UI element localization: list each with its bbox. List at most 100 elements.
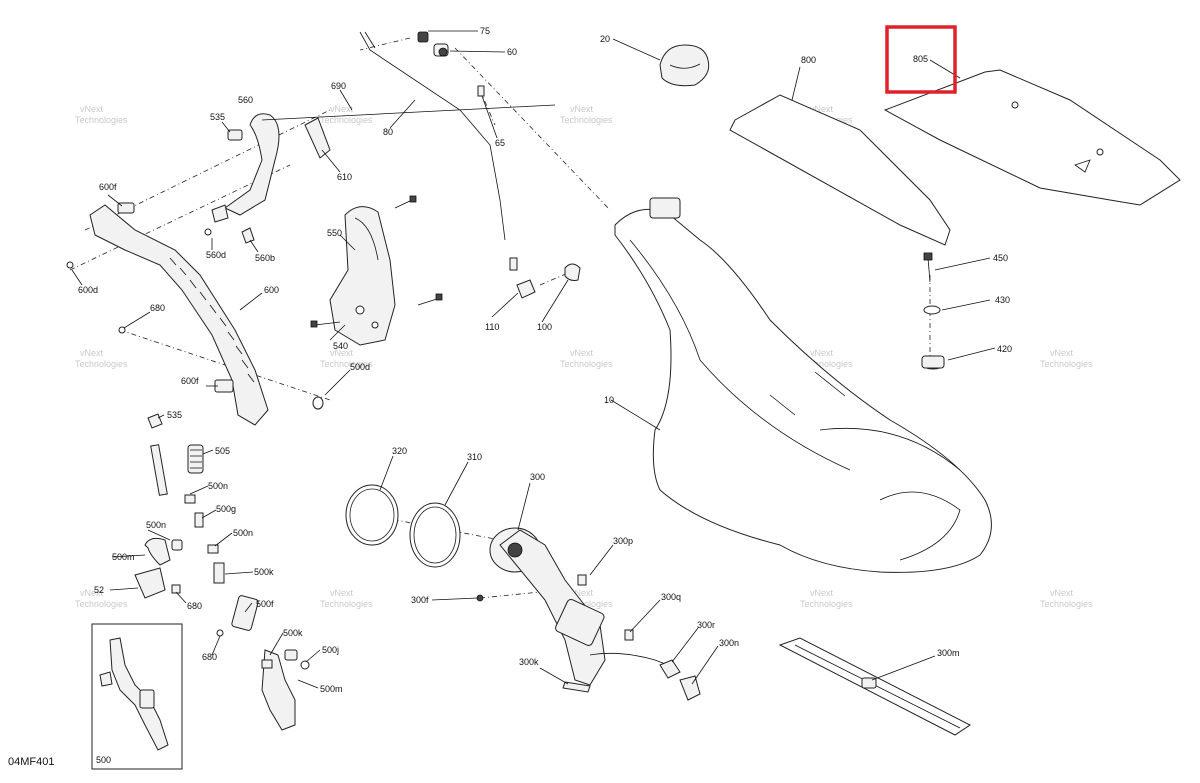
callout-60[interactable]: 60 <box>507 47 517 57</box>
inset-assembly-500[interactable]: 500 <box>91 623 183 770</box>
bolts[interactable] <box>310 195 933 328</box>
callout-500k-a[interactable]: 500k <box>254 567 274 577</box>
callout-680-a[interactable]: 680 <box>150 303 165 313</box>
svg-text:vNext: vNext <box>330 588 354 598</box>
callout-500n-a[interactable]: 500n <box>208 481 228 491</box>
leader-lines <box>71 30 996 689</box>
callout-300f[interactable]: 300f <box>411 595 429 605</box>
callout-560d[interactable]: 560d <box>206 250 226 260</box>
seal-ring-310[interactable] <box>409 502 461 568</box>
callout-500n-c[interactable]: 500n <box>233 528 253 538</box>
callout-300p[interactable]: 300p <box>613 536 633 546</box>
tank-mount-hardware[interactable] <box>921 305 945 370</box>
lock-ring-320[interactable] <box>345 484 399 546</box>
heat-shield-805[interactable] <box>883 69 1181 206</box>
callout-450[interactable]: 450 <box>993 253 1008 263</box>
svg-text:vNext: vNext <box>330 104 354 114</box>
callout-680-b[interactable]: 680 <box>187 601 202 611</box>
callout-500g[interactable]: 500g <box>216 504 236 514</box>
svg-text:Technologies: Technologies <box>75 115 128 125</box>
fuel-pump-module[interactable] <box>476 527 701 701</box>
callout-600d[interactable]: 600d <box>78 285 98 295</box>
svg-text:vNext: vNext <box>1050 588 1074 598</box>
svg-text:Technologies: Technologies <box>320 115 373 125</box>
callout-52[interactable]: 52 <box>94 585 104 595</box>
highlight-box-805 <box>885 25 957 94</box>
callout-300[interactable]: 300 <box>530 472 545 482</box>
callout-300n[interactable]: 300n <box>719 638 739 648</box>
upper-fittings[interactable] <box>417 31 581 299</box>
callout-805[interactable]: 805 <box>913 54 928 64</box>
callout-690[interactable]: 690 <box>331 81 346 91</box>
svg-text:vNext: vNext <box>570 348 594 358</box>
callout-430[interactable]: 430 <box>995 295 1010 305</box>
callout-80[interactable]: 80 <box>383 127 393 137</box>
callout-300q[interactable]: 300q <box>661 592 681 602</box>
callout-20[interactable]: 20 <box>600 34 610 44</box>
callout-500f[interactable]: 500f <box>256 599 274 609</box>
canister-bracket[interactable] <box>329 206 396 346</box>
callout-535-top[interactable]: 535 <box>210 112 225 122</box>
callout-300r[interactable]: 300r <box>697 620 715 630</box>
svg-text:Technologies: Technologies <box>75 599 128 609</box>
corrugated-hose-600[interactable] <box>66 202 324 426</box>
callout-560b[interactable]: 560b <box>255 253 275 263</box>
fuel-cap[interactable] <box>659 44 710 87</box>
callout-550[interactable]: 550 <box>327 228 342 238</box>
inset-label: 500 <box>96 755 111 765</box>
intake-filter-screen[interactable] <box>778 637 971 736</box>
fuel-tank[interactable] <box>614 197 992 573</box>
filler-hose-560[interactable] <box>211 113 280 244</box>
callout-600[interactable]: 600 <box>264 285 279 295</box>
callout-300m[interactable]: 300m <box>937 648 960 658</box>
svg-text:vNext: vNext <box>570 588 594 598</box>
callout-310[interactable]: 310 <box>467 452 482 462</box>
diagram-code: 04MF401 <box>8 756 54 768</box>
callout-680-c[interactable]: 680 <box>202 652 217 662</box>
callout-110[interactable]: 110 <box>485 322 499 332</box>
svg-text:vNext: vNext <box>1050 348 1074 358</box>
callout-600f-top[interactable]: 600f <box>99 182 117 192</box>
callout-labels: 75 60 20 800 805 690 560 535 80 65 610 6… <box>78 26 1012 694</box>
svg-text:vNext: vNext <box>330 348 354 358</box>
callout-420[interactable]: 420 <box>997 344 1012 354</box>
callout-500k-b[interactable]: 500k <box>283 628 303 638</box>
callout-500j[interactable]: 500j <box>322 645 339 655</box>
svg-text:Technologies: Technologies <box>320 599 373 609</box>
callout-535-bottom[interactable]: 535 <box>167 410 182 420</box>
svg-text:Technologies: Technologies <box>800 599 853 609</box>
svg-text:vNext: vNext <box>80 104 104 114</box>
callout-100[interactable]: 100 <box>537 322 552 332</box>
callout-505[interactable]: 505 <box>215 446 230 456</box>
callout-600f-bottom[interactable]: 600f <box>181 376 199 386</box>
svg-text:Technologies: Technologies <box>1040 359 1093 369</box>
callout-500n-b[interactable]: 500n <box>146 520 166 530</box>
svg-text:Technologies: Technologies <box>75 359 128 369</box>
fuel-vent-rod[interactable] <box>359 31 506 241</box>
svg-text:vNext: vNext <box>810 588 834 598</box>
callout-10[interactable]: 10 <box>604 395 614 405</box>
hose-clip-610[interactable] <box>304 117 331 159</box>
heat-shield-800[interactable] <box>729 94 951 246</box>
callout-560[interactable]: 560 <box>238 95 253 105</box>
callout-500m-b[interactable]: 500m <box>320 684 343 694</box>
callout-500m-a[interactable]: 500m <box>112 552 135 562</box>
fuel-line-assembly[interactable] <box>134 413 310 731</box>
callout-65[interactable]: 65 <box>495 138 505 148</box>
callout-320[interactable]: 320 <box>392 446 407 456</box>
callout-75[interactable]: 75 <box>480 26 490 36</box>
svg-text:Technologies: Technologies <box>320 359 373 369</box>
callout-500d[interactable]: 500d <box>350 362 370 372</box>
callout-300k[interactable]: 300k <box>519 657 539 667</box>
callout-540[interactable]: 540 <box>333 341 348 351</box>
callout-800[interactable]: 800 <box>801 55 816 65</box>
callout-610[interactable]: 610 <box>337 172 352 182</box>
svg-text:vNext: vNext <box>810 348 834 358</box>
